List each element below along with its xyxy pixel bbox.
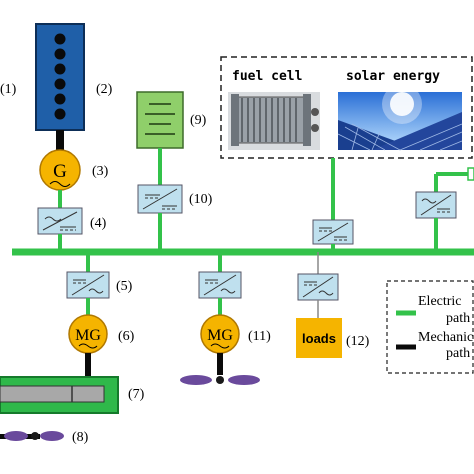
converter-right	[415, 191, 457, 219]
engine-shaft	[56, 130, 64, 150]
shaft-box-inner	[0, 385, 105, 403]
converter-mg1	[66, 271, 110, 299]
mg2-label: (11)	[248, 329, 271, 344]
solar-image	[337, 84, 463, 151]
cut-label: (1)	[0, 82, 17, 97]
mg1-ac-mark	[78, 343, 98, 349]
legend-electric-label: Electric	[418, 294, 462, 309]
converter-battery	[137, 184, 183, 214]
mg2-shaft	[217, 353, 223, 375]
engine-label: (2)	[96, 82, 113, 97]
converter-loads	[297, 273, 339, 301]
propeller-left-label: (8)	[72, 430, 89, 445]
legend-electric-path: path	[446, 311, 470, 326]
legend-mechanical-label: Mechanic	[418, 330, 473, 345]
loads-text: loads	[302, 331, 336, 346]
converter-mg1-label: (5)	[116, 279, 133, 294]
mg2-symbol: MG	[207, 327, 233, 344]
battery-cells	[145, 103, 175, 135]
solar-title: solar energy	[346, 69, 440, 84]
propeller-right	[180, 375, 260, 385]
legend-mechanical-path: path	[446, 346, 470, 361]
generator-ac-mark	[49, 181, 71, 187]
fuel-cell-title: fuel cell	[232, 69, 302, 84]
converter-gen	[37, 207, 83, 235]
mg2-ac-mark	[210, 343, 230, 349]
loads-box	[296, 318, 342, 358]
loads-label: (12)	[346, 334, 370, 349]
generator-label: (3)	[92, 164, 109, 179]
propeller-left	[4, 431, 64, 441]
mg1-symbol: MG	[75, 327, 101, 344]
legend-box	[386, 280, 474, 374]
mg1-label: (6)	[118, 329, 135, 344]
fuel-cell-image	[228, 92, 320, 150]
shaft-box-label: (7)	[128, 387, 145, 402]
battery-block	[136, 91, 184, 149]
mg1-shaft	[85, 353, 91, 377]
converter-battery-label: (10)	[189, 192, 213, 207]
right-link-terminal	[467, 167, 474, 181]
generator-symbol: G	[53, 161, 67, 182]
converter-renewable	[312, 219, 354, 245]
engine-cylinders	[54, 33, 66, 120]
battery-label: (9)	[190, 113, 207, 128]
converter-gen-label: (4)	[90, 216, 107, 231]
renewable-group	[220, 56, 473, 159]
converter-mg2	[198, 271, 242, 299]
